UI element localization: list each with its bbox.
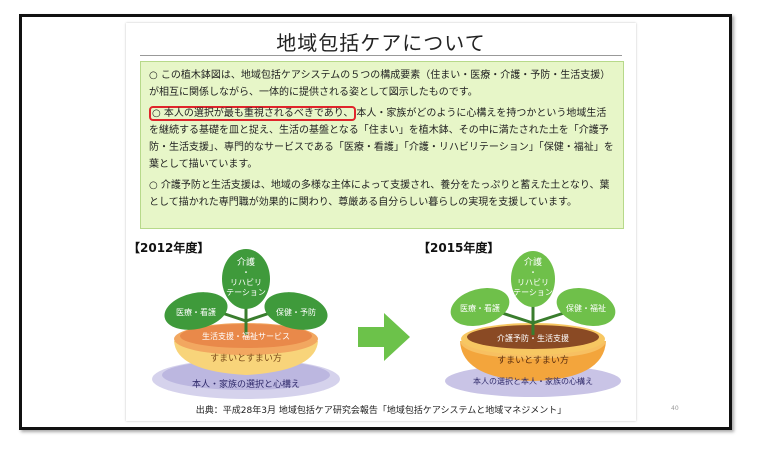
leaf-left-2012 <box>164 292 228 330</box>
pot-label-2015: すまいとすまい方 <box>497 354 569 366</box>
right-arrow-icon <box>358 313 410 361</box>
source-citation: 出典：平成28年3月 地域包括ケア研究会報告「地域包括ケアシステムと地域マネジメ… <box>195 406 567 416</box>
pot-label-2012: すまいとすまい方 <box>210 352 282 364</box>
soil-shape-2015 <box>467 325 599 349</box>
leaf-top-label-2015-line2: ・ <box>529 268 537 277</box>
flowerpot-diagram-2015: 介護 ・ リハビリ テーション 医療・看護 保健・福祉 介護予防・生活支援 すま… <box>445 251 621 397</box>
leaf-left-label-2012: 医療・看護 <box>176 307 216 317</box>
page-title: 地域包括ケアについて <box>276 31 486 55</box>
stem-2015 <box>501 303 565 335</box>
year-label-2015: 【2015年度】 <box>418 241 500 255</box>
slide: 地域包括ケアについて ○ この植木鉢図は、地域包括ケアシステムの５つの構成要素（… <box>126 23 636 421</box>
paragraph-2-rest: 本人・家族がどのように心構えを持つかという地域生活を継続する基礎を皿と捉え、生活… <box>149 108 614 170</box>
leaf-top-label-2012-line3: リハビリ <box>230 278 262 287</box>
soil-shape-2012 <box>180 324 312 348</box>
leaf-right-2012 <box>264 292 328 330</box>
paragraph-1: ○ この植木鉢図は、地域包括ケアシステムの５つの構成要素（住まい・医療・介護・予… <box>149 70 611 98</box>
soil-label-2012: 生活支援・福祉サービス <box>202 331 290 341</box>
paragraph-3: ○ 介護予防と生活支援は、地域の多様な主体によって支援され、養分をたっぷりと蓄え… <box>149 180 610 208</box>
leaf-top-label-2012-line2: ・ <box>242 268 250 277</box>
year-label-2012: 【2012年度】 <box>128 241 210 255</box>
leaf-top-label-2015-line4: テーション <box>513 288 553 297</box>
dish-label-2015: 本人の選択と本人・家族の心構え <box>473 376 593 386</box>
leaf-left-label-2015: 医療・看護 <box>460 303 500 313</box>
paragraph-2: ○ 本人の選択が最も重視されるべきであり、本人・家族がどのように心構えを持つかと… <box>149 105 615 173</box>
dish-label-2012: 本人・家族の選択と心構え <box>192 378 300 390</box>
highlighted-phrase: ○ 本人の選択が最も重視されるべきであり、 <box>149 106 357 121</box>
slide-frame: 地域包括ケアについて ○ この植木鉢図は、地域包括ケアシステムの５つの構成要素（… <box>19 14 732 430</box>
leaf-right-label-2015: 保健・福祉 <box>566 303 606 313</box>
page-number: 40 <box>671 405 679 412</box>
leaf-top-label-2015-line3: リハビリ <box>517 278 549 287</box>
leaf-top-label-2015-line1: 介護 <box>524 256 542 268</box>
leaf-top-label-2012-line4: テーション <box>226 288 266 297</box>
title-divider <box>140 55 622 56</box>
leaf-left-2015 <box>450 287 510 327</box>
leaf-right-label-2012: 保健・予防 <box>276 307 316 317</box>
leaf-top-2015 <box>511 251 555 307</box>
flowerpot-diagram-2012: 介護 ・ リハビリ テーション 医療・看護 保健・予防 生活支援・福祉サービス … <box>152 249 340 399</box>
leaf-right-2015 <box>556 287 616 327</box>
description-box: ○ この植木鉢図は、地域包括ケアシステムの５つの構成要素（住まい・医療・介護・予… <box>140 61 624 229</box>
leaf-top-2012 <box>222 249 270 309</box>
leaf-top-label-2012-line1: 介護 <box>237 256 255 268</box>
soil-label-2015: 介護予防・生活支援 <box>497 333 569 343</box>
